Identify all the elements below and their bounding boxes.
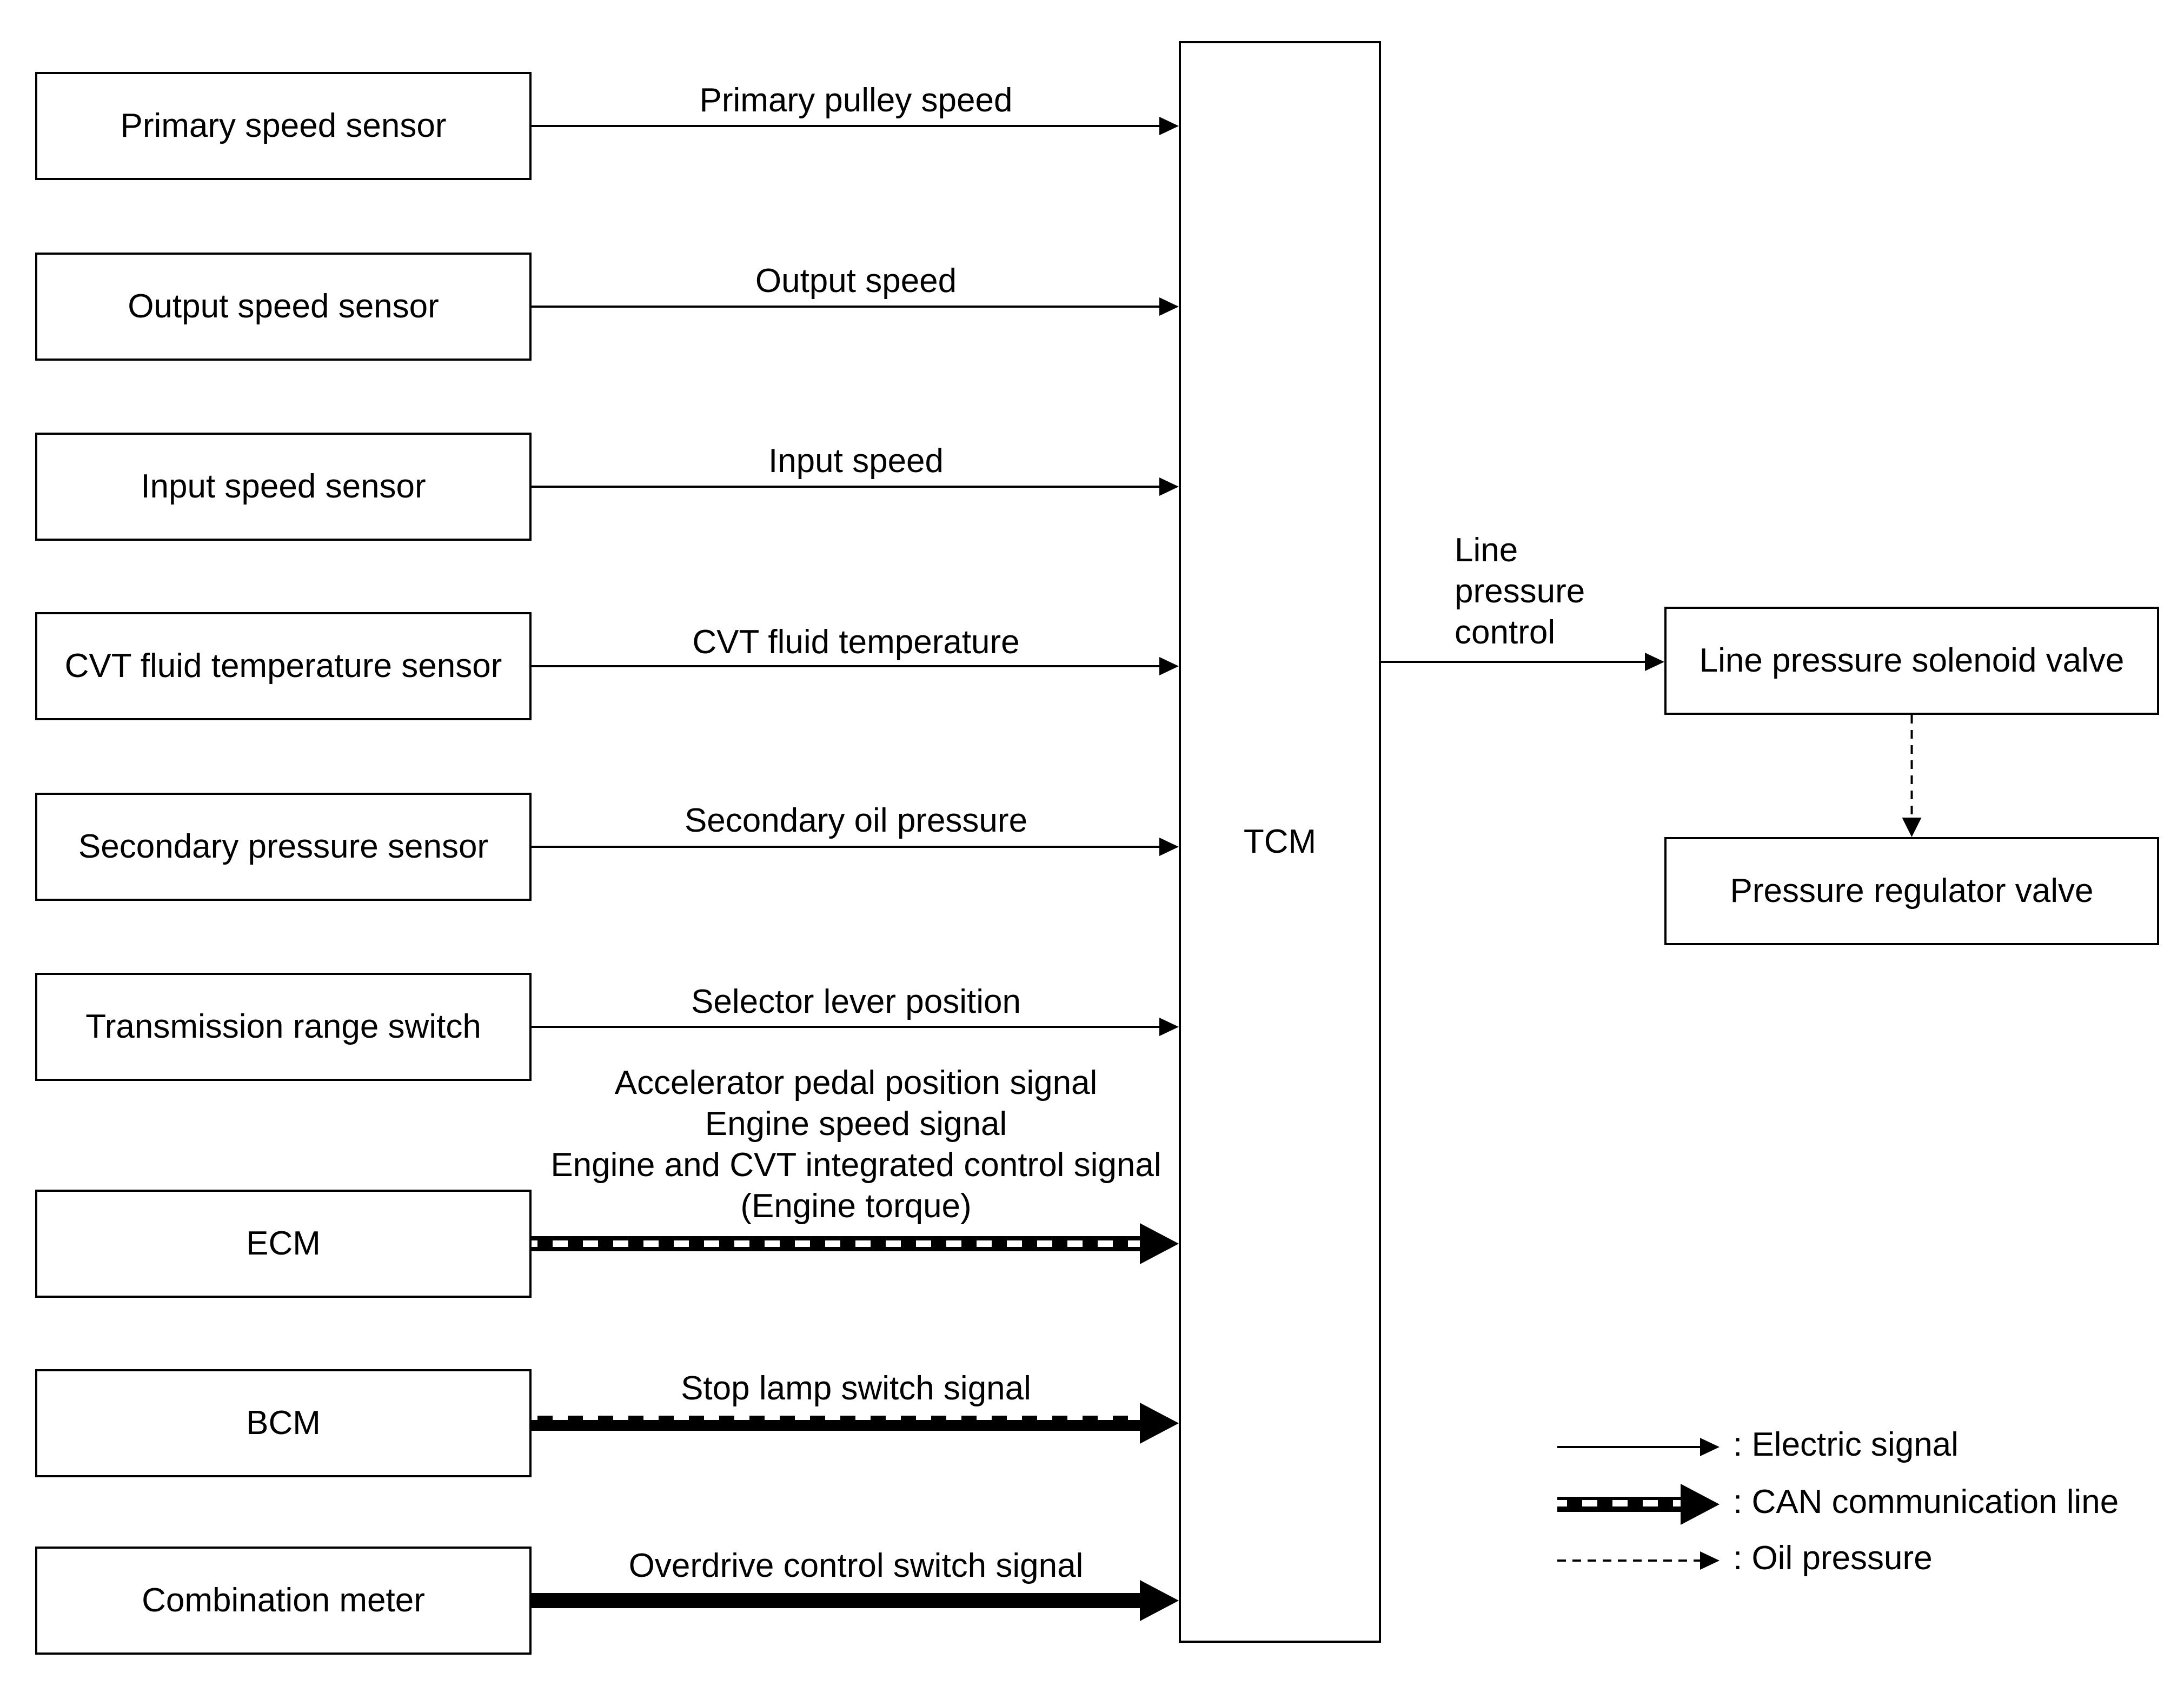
tcm-label: TCM xyxy=(1243,822,1317,860)
box-label: Input speed sensor xyxy=(141,467,426,505)
box-label: Combination meter xyxy=(142,1581,425,1619)
line-pressure-solenoid-valve-box: Line pressure solenoid valve xyxy=(1664,607,2159,715)
signal-label-line-pressure-control: Line pressure control xyxy=(1455,532,1585,651)
output-speed-sensor-box: Output speed sensor xyxy=(35,253,532,361)
signal-label-output-speed: Output speed xyxy=(755,262,957,300)
ecm-box: ECM xyxy=(35,1190,532,1298)
legend-can-communication-line-label: : CAN communication line xyxy=(1733,1483,2119,1521)
signal-label-secondary-oil-pressure: Secondary oil pressure xyxy=(684,802,1028,839)
cvt-fluid-temperature-sensor-box: CVT fluid temperature sensor xyxy=(35,612,532,720)
box-label: Line pressure solenoid valve xyxy=(1699,641,2125,679)
input-connector-8-arrowhead xyxy=(1140,1403,1179,1444)
box-label: Primary speed sensor xyxy=(120,107,447,144)
input-connector-9-line xyxy=(532,1593,1141,1608)
input-speed-sensor-box: Input speed sensor xyxy=(35,433,532,541)
signal-label-input-speed: Input speed xyxy=(768,442,944,480)
box-label: Output speed sensor xyxy=(128,287,439,325)
signal-label-overdrive-control-switch-signal: Overdrive control switch signal xyxy=(628,1547,1084,1584)
input-connector-3-arrowhead xyxy=(1159,477,1179,496)
line-pressure-control-connector-arrowhead xyxy=(1645,653,1664,671)
box-label: Transmission range switch xyxy=(85,1007,481,1045)
box-label: CVT fluid temperature sensor xyxy=(64,647,502,685)
box-label: ECM xyxy=(246,1224,321,1262)
legend-electric-signal-label: : Electric signal xyxy=(1733,1426,1959,1463)
secondary-pressure-sensor-box: Secondary pressure sensor xyxy=(35,793,532,901)
signal-label-ecm-can-signals: Accelerator pedal position signal Engine… xyxy=(550,1064,1161,1225)
box-label: Pressure regulator valve xyxy=(1730,872,2094,910)
bcm-box: BCM xyxy=(35,1369,532,1477)
input-connector-6-arrowhead xyxy=(1159,1018,1179,1036)
legend-oil-pressure-label: : Oil pressure xyxy=(1733,1539,1933,1577)
legend-can-sample-arrowhead xyxy=(1681,1484,1720,1525)
input-connector-4-arrowhead xyxy=(1159,657,1179,675)
signal-label-stop-lamp-switch-signal: Stop lamp switch signal xyxy=(681,1370,1031,1407)
signal-label-selector-lever-position: Selector lever position xyxy=(691,983,1021,1020)
legend-can-sample-line xyxy=(1557,1497,1682,1512)
input-connector-7-line xyxy=(532,1236,1141,1251)
pressure-regulator-valve-box: Pressure regulator valve xyxy=(1664,837,2159,945)
input-connector-2-arrowhead xyxy=(1159,297,1179,316)
input-connector-5-arrowhead xyxy=(1159,838,1179,856)
input-connector-7-arrowhead xyxy=(1140,1223,1179,1264)
tcm-box: TCM xyxy=(1179,41,1381,1643)
oil-pressure-connector-arrowhead xyxy=(1902,818,1922,837)
input-connector-8-line xyxy=(532,1416,1141,1431)
signal-label-primary-pulley-speed: Primary pulley speed xyxy=(699,82,1013,119)
combination-meter-box: Combination meter xyxy=(35,1547,532,1655)
signal-label-cvt-fluid-temperature: CVT fluid temperature xyxy=(692,623,1020,661)
box-label: BCM xyxy=(246,1404,321,1442)
legend-electric-sample-arrowhead xyxy=(1700,1438,1720,1456)
transmission-range-switch-box: Transmission range switch xyxy=(35,973,532,1081)
legend-oil-sample-arrowhead xyxy=(1700,1551,1720,1570)
primary-speed-sensor-box: Primary speed sensor xyxy=(35,72,532,180)
input-connector-9-arrowhead xyxy=(1140,1580,1179,1621)
box-label: Secondary pressure sensor xyxy=(78,827,489,865)
input-connector-1-arrowhead xyxy=(1159,117,1179,135)
